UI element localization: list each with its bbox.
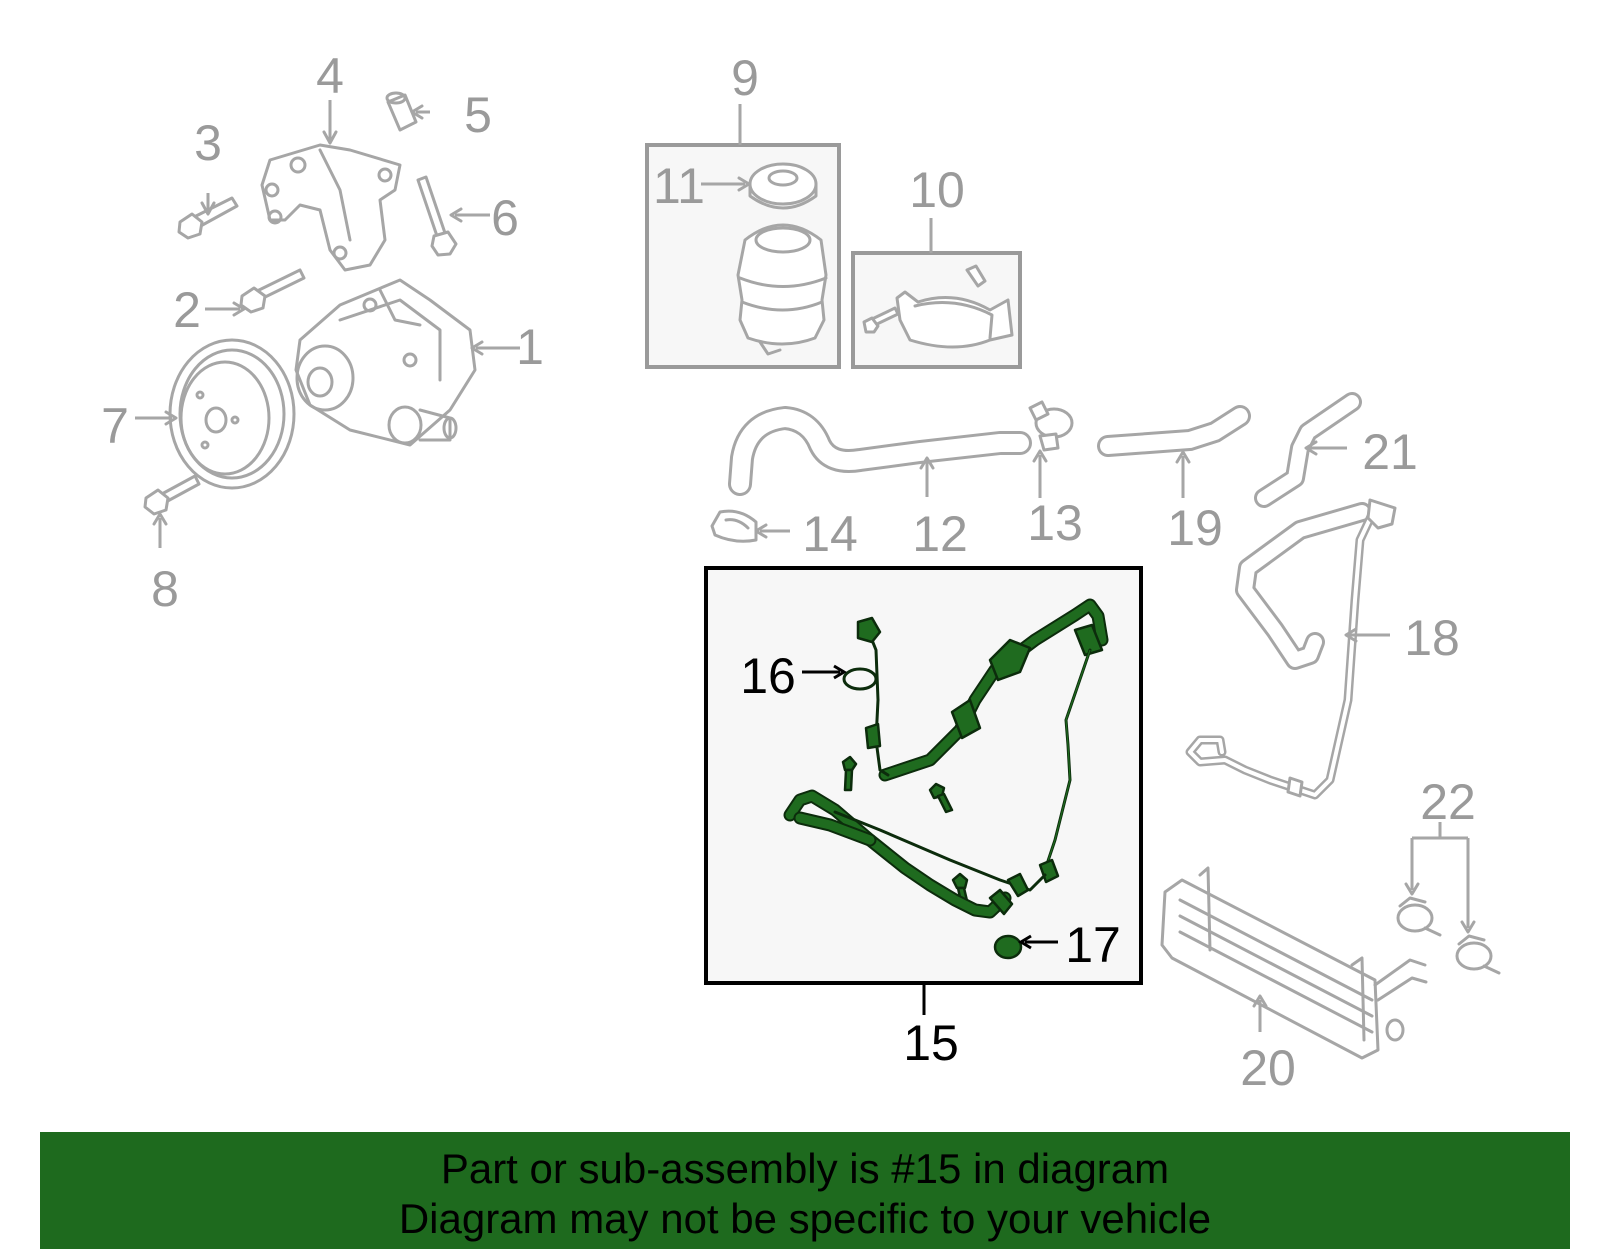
part-17-seal[interactable] (993, 934, 1023, 960)
callout-7: 7 (101, 398, 129, 454)
callout-19: 19 (1167, 500, 1223, 556)
callout-16: 16 (740, 648, 796, 704)
part-22-clamp-b[interactable] (1455, 934, 1501, 975)
callout-3: 3 (194, 115, 222, 171)
part-20-cooler[interactable] (1160, 866, 1428, 1060)
part-7-pulley[interactable] (168, 338, 296, 490)
part-11-cap[interactable] (748, 162, 818, 210)
callout-21: 21 (1362, 424, 1418, 480)
callout-10: 10 (909, 162, 965, 218)
part-21-hose[interactable] (1254, 392, 1362, 508)
part-4-bracket[interactable] (260, 143, 402, 272)
banner-line-1: Part or sub-assembly is #15 in diagram (440, 1145, 1170, 1192)
part-5-sleeve[interactable] (385, 91, 418, 132)
callout-9: 9 (731, 50, 759, 106)
callout-14: 14 (802, 506, 858, 562)
callout-12: 12 (912, 506, 968, 562)
info-banner: Part or sub-assembly is #15 in diagram D… (40, 1132, 1570, 1249)
callout-2: 2 (173, 282, 201, 338)
part-16-o-ring[interactable] (842, 667, 878, 691)
part-13-clamp[interactable] (1028, 400, 1074, 452)
callout-5: 5 (464, 87, 492, 143)
callout-4: 4 (316, 48, 344, 104)
part-18-pipe[interactable] (1185, 498, 1397, 800)
callout-22: 22 (1420, 774, 1476, 830)
callout-20: 20 (1240, 1040, 1296, 1096)
part-22-clamp-a[interactable] (1396, 896, 1442, 937)
part-15-hose-assembly[interactable] (783, 598, 1109, 919)
part-8-bolt[interactable] (143, 474, 201, 516)
part-10-bracket[interactable] (862, 264, 1014, 349)
callout-6: 6 (491, 190, 519, 246)
part-9-reservoir[interactable] (736, 223, 828, 356)
leader-lines (135, 100, 1476, 1032)
callout-15: 15 (903, 1015, 959, 1071)
callout-11: 11 (653, 158, 705, 214)
part-14-clamp[interactable] (710, 509, 758, 543)
callout-8: 8 (151, 561, 179, 617)
banner-line-2: Diagram may not be specific to your vehi… (398, 1195, 1212, 1242)
part-3-bolt[interactable] (177, 196, 239, 240)
part-12-hose[interactable] (728, 406, 1032, 496)
callout-13: 13 (1027, 495, 1083, 551)
callout-1: 1 (516, 319, 544, 375)
part-1-pump[interactable] (294, 278, 477, 447)
part-2-bolt[interactable] (239, 268, 306, 314)
part-6-bolt[interactable] (416, 175, 458, 257)
callout-18: 18 (1404, 610, 1460, 666)
part-19-hose[interactable] (1097, 405, 1251, 457)
callout-17: 17 (1065, 917, 1121, 973)
